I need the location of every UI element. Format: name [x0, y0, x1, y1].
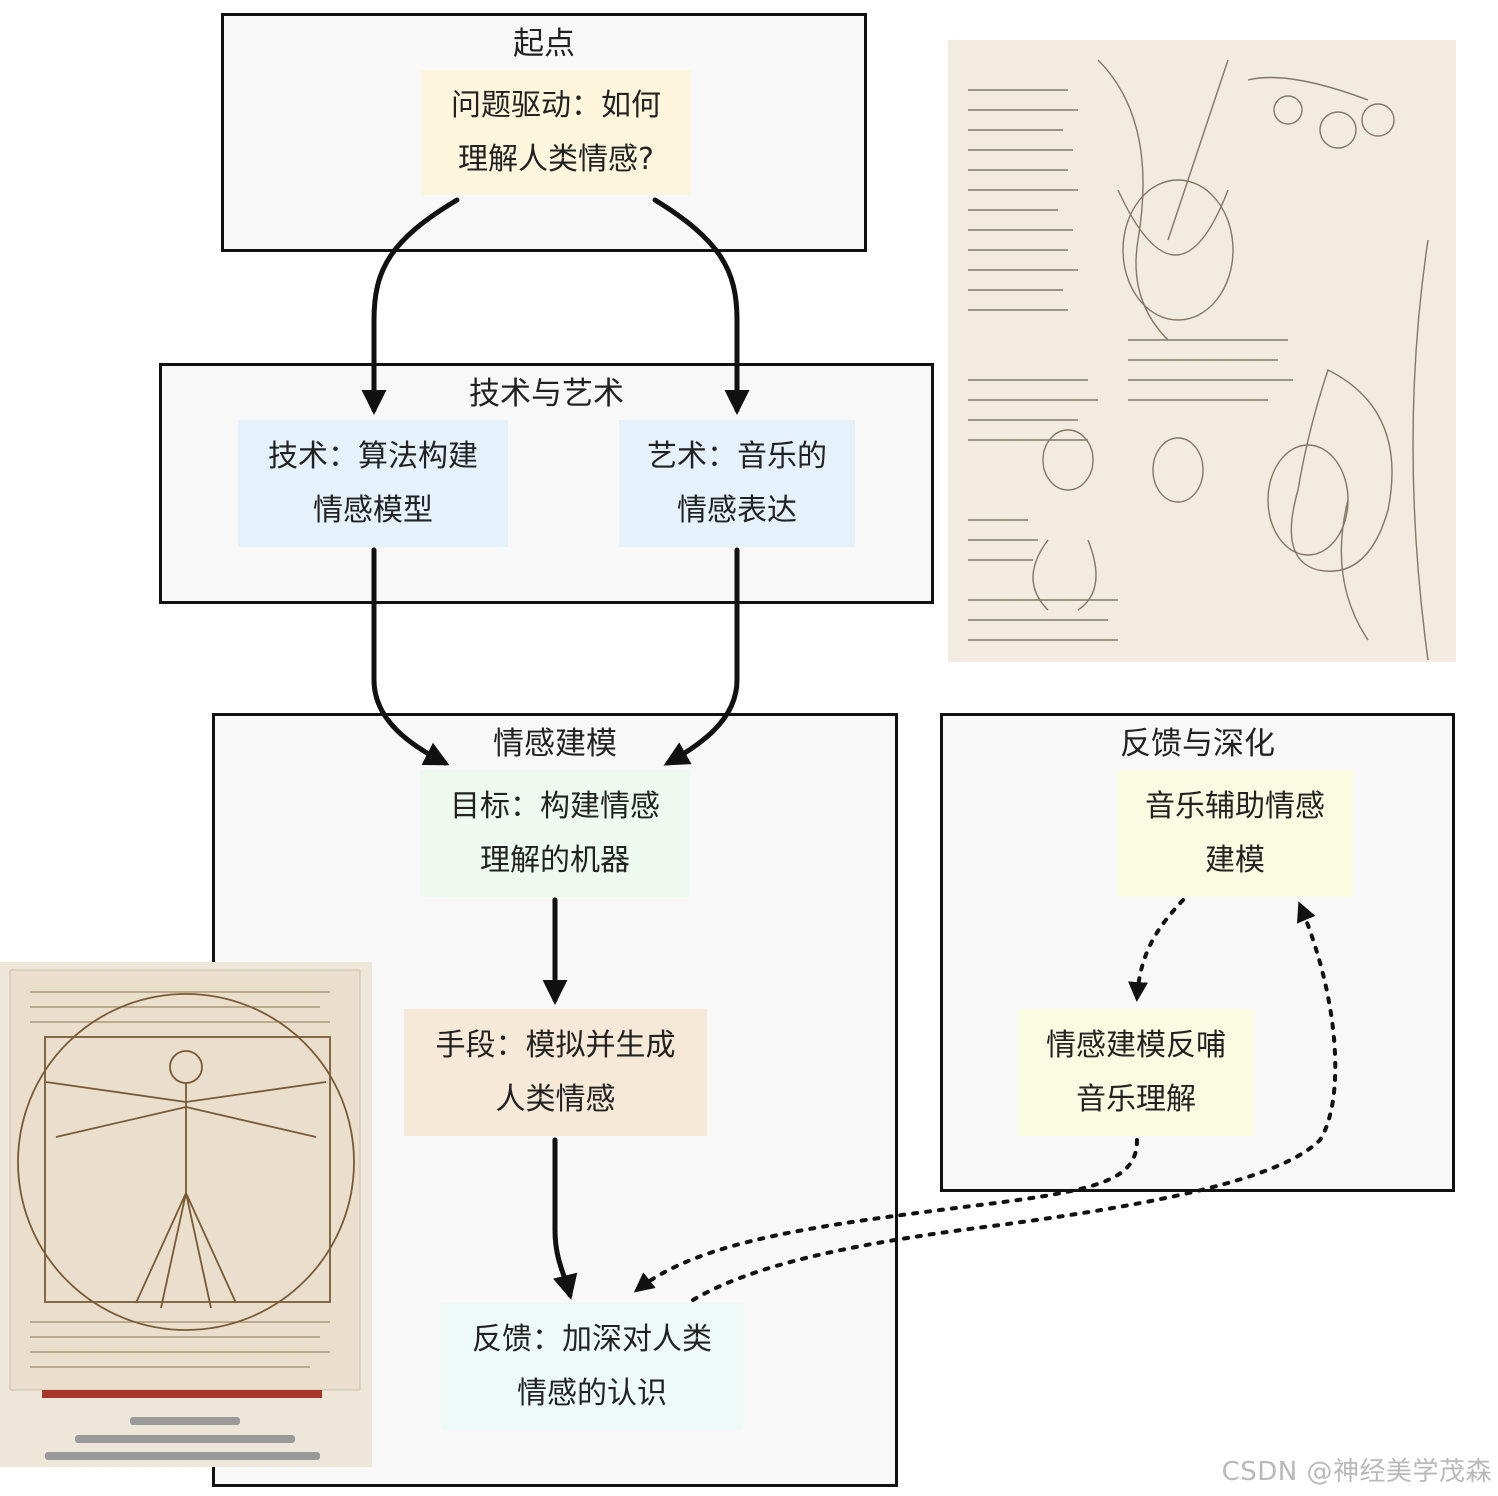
node-music-aid-label: 音乐辅助情感 建模 [1145, 788, 1325, 878]
cluster-modeling-title: 情感建模 [493, 726, 617, 762]
edge-tech-to-goal [371, 547, 450, 766]
node-question-label: 问题驱动：如何 理解人类情感? [451, 87, 661, 177]
cluster-tech-art-title: 技术与艺术 [469, 376, 624, 412]
node-art-label: 艺术：音乐的 情感表达 [647, 438, 827, 528]
node-music-aid: 音乐辅助情感 建模 [1117, 770, 1353, 897]
node-means: 手段：模拟并生成 人类情感 [404, 1009, 707, 1136]
node-model-feed-label: 情感建模反哺 音乐理解 [1046, 1027, 1226, 1117]
node-goal-label: 目标：构建情感 理解的机器 [450, 788, 660, 878]
cluster-start-title: 起点 [513, 26, 575, 62]
edge-music-aid-to-model-feed [1128, 898, 1185, 1002]
watermark: CSDN @神经美学茂森 [1221, 1457, 1492, 1487]
vitruvian-man-drawing [0, 962, 372, 1467]
node-question: 问题驱动：如何 理解人类情感? [421, 70, 691, 195]
node-feedback-result: 反馈：加深对人类 情感的认识 [441, 1303, 743, 1430]
edge-means-to-feedback [552, 1137, 578, 1300]
node-feedback-result-label: 反馈：加深对人类 情感的认识 [472, 1321, 712, 1411]
cluster-feedback-title: 反馈与深化 [1120, 726, 1275, 762]
vitruvian-man-image [0, 962, 372, 1467]
anatomy-sketch-drawing [948, 40, 1456, 662]
node-goal: 目标：构建情感 理解的机器 [420, 770, 690, 897]
edge-art-to-goal [663, 547, 740, 766]
node-model-feed: 情感建模反哺 音乐理解 [1018, 1009, 1254, 1136]
node-tech: 技术：算法构建 情感模型 [238, 420, 508, 547]
edge-question-to-tech [361, 197, 460, 415]
anatomy-sketch-image [948, 40, 1456, 662]
node-art: 艺术：音乐的 情感表达 [619, 420, 855, 547]
node-tech-label: 技术：算法构建 情感模型 [268, 438, 478, 528]
node-means-label: 手段：模拟并生成 人类情感 [435, 1027, 676, 1117]
edge-question-to-art [652, 197, 750, 415]
edge-model-feed-to-feedback [633, 1138, 1139, 1293]
edge-feedback-to-music-aid [691, 901, 1338, 1302]
